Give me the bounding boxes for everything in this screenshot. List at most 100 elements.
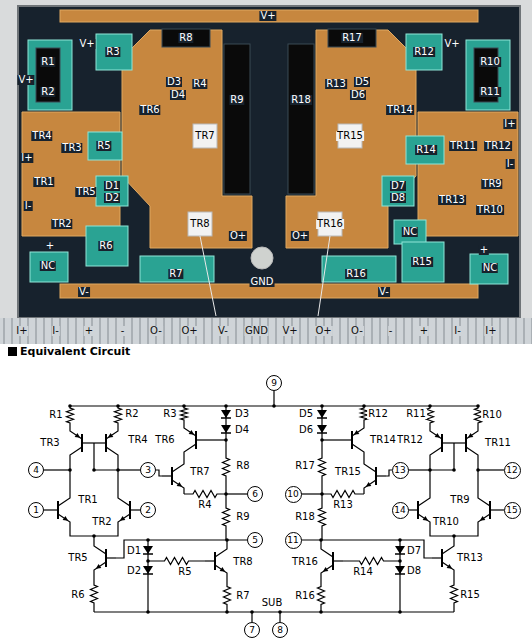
component-label: R6	[70, 590, 85, 600]
die-region	[96, 34, 132, 70]
die-label: TR6	[139, 105, 160, 115]
schematic	[0, 344, 532, 640]
wire	[478, 514, 490, 528]
die-label: R14	[415, 145, 437, 155]
wire	[352, 422, 364, 436]
component-label: TR2	[91, 517, 112, 527]
component-label: TR11	[484, 438, 512, 448]
pad-label: I-	[51, 326, 60, 336]
wire	[430, 425, 442, 439]
wire	[301, 493, 322, 494]
die-region	[406, 136, 444, 164]
pin-number: 3	[145, 466, 151, 475]
die-label: R13	[325, 79, 347, 89]
resistor-symbol	[319, 440, 326, 494]
wire	[490, 509, 500, 510]
pin-number: 10	[287, 490, 298, 499]
die-region	[96, 176, 128, 206]
die-label: NC	[402, 227, 418, 237]
component-label: TR8	[232, 557, 253, 567]
junction-dot	[92, 534, 96, 538]
die-label: I-	[24, 201, 33, 211]
die-region	[28, 34, 510, 284]
die-label: GND	[250, 277, 275, 287]
die-label: NC	[40, 261, 56, 271]
pin-number: 8	[277, 626, 283, 635]
component-label: R8	[235, 461, 250, 471]
component-label: TR15	[334, 467, 362, 477]
junction-dot	[92, 468, 96, 472]
pin-number: 2	[145, 506, 151, 515]
die-label: TR11	[449, 141, 477, 151]
wire	[116, 540, 247, 558]
die-region	[394, 220, 426, 244]
wire	[274, 405, 478, 406]
die-region	[470, 254, 508, 284]
component-label: R3	[162, 409, 177, 419]
wire	[94, 611, 274, 612]
diode-symbol	[221, 425, 231, 433]
junction-dot	[362, 404, 366, 408]
die-label: R17	[341, 33, 363, 43]
diode-symbol	[395, 566, 405, 574]
wire	[205, 560, 215, 561]
wire	[364, 458, 376, 472]
emitter-arrow	[120, 516, 126, 521]
wire	[429, 461, 430, 492]
wire	[322, 439, 342, 440]
die-label: D5	[354, 77, 370, 87]
wire	[273, 391, 274, 406]
die-label: D2	[104, 193, 120, 203]
wire	[321, 543, 333, 557]
junction-dot	[116, 468, 120, 472]
pin-circle: 4	[28, 462, 44, 478]
die-label: NC	[482, 263, 498, 273]
component-label: D7	[406, 546, 422, 556]
die-label: TR13	[438, 195, 466, 205]
pin-circle: 5	[247, 532, 263, 548]
component-label: R7	[235, 591, 250, 601]
wire	[106, 425, 118, 439]
die-region	[0, 0, 532, 344]
component-label: D3	[234, 409, 250, 419]
die-region	[60, 10, 478, 22]
pin-circle: 10	[285, 486, 302, 503]
die-region	[318, 236, 330, 316]
wire	[442, 540, 454, 554]
die-label: R4	[192, 79, 207, 89]
die-region	[162, 29, 210, 47]
substrate-label: SUB	[261, 598, 284, 608]
resistor-symbol	[318, 579, 325, 612]
die-region	[193, 124, 217, 148]
pin-circle: 7	[244, 622, 260, 638]
resistor-symbol	[319, 494, 326, 540]
pin-number: 12	[506, 466, 517, 475]
emitter-arrow	[177, 482, 183, 487]
component-label: TR3	[39, 438, 60, 448]
wire	[143, 573, 153, 575]
pin-circle: 12	[504, 462, 521, 479]
wire	[376, 475, 386, 476]
diode-symbol	[143, 566, 153, 574]
junction-dot	[278, 610, 282, 614]
emitter-arrow	[447, 564, 453, 569]
die-region	[200, 236, 216, 316]
junction-dot	[428, 468, 432, 472]
wire	[58, 492, 70, 506]
wire	[418, 514, 430, 528]
component-label: D6	[298, 425, 314, 435]
pad-label: V+	[281, 326, 298, 336]
pad-label: V-	[217, 326, 229, 336]
emitter-arrow	[468, 433, 474, 438]
pin-circle: 15	[504, 502, 521, 519]
component-label: D1	[126, 546, 142, 556]
wire	[44, 469, 70, 470]
resistor-symbol	[224, 579, 231, 612]
emitter-arrow	[220, 567, 226, 572]
die-region	[328, 29, 376, 47]
pin-circle: 3	[140, 462, 156, 478]
wire	[106, 447, 118, 461]
wire	[118, 514, 130, 528]
wire	[156, 470, 162, 476]
component-label: R13	[332, 500, 354, 510]
